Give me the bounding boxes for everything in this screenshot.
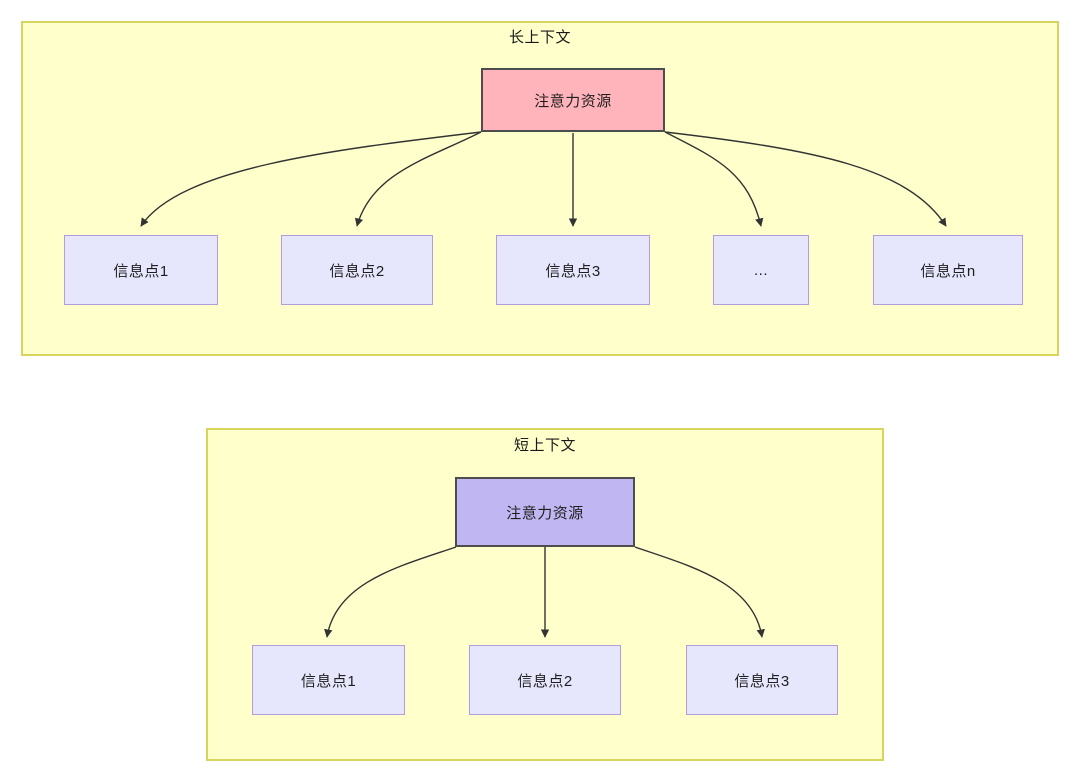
node-label: 信息点3 xyxy=(734,672,790,690)
node-label: 信息点3 xyxy=(545,262,601,280)
node-label: 信息点n xyxy=(920,262,976,280)
panel-long-context-title: 长上下文 xyxy=(508,29,571,46)
node-attention-resource-long[interactable]: 注意力资源 xyxy=(481,68,665,132)
edge-root-to-leaf-5 xyxy=(664,131,947,227)
edge-root-to-leaf-1 xyxy=(140,131,482,227)
node-label: 信息点2 xyxy=(329,262,385,280)
node-info-point-2-short[interactable]: 信息点2 xyxy=(469,645,621,715)
node-label: 信息点1 xyxy=(113,262,169,280)
node-label: 注意力资源 xyxy=(534,92,612,110)
node-label: 信息点2 xyxy=(517,672,573,690)
node-label: 信息点1 xyxy=(300,672,357,690)
edge-root-to-leaf-4 xyxy=(664,131,764,227)
node-info-point-3-short[interactable]: 信息点3 xyxy=(686,645,838,715)
node-label: 注意力资源 xyxy=(506,504,584,522)
node-info-point-3-long[interactable]: 信息点3 xyxy=(496,235,650,305)
edge-root-to-leaf-3 xyxy=(634,546,765,638)
node-info-point-2-long[interactable]: 信息点2 xyxy=(281,235,433,305)
edge-root-to-leaf-2 xyxy=(354,131,482,227)
panel-short-context-title: 短上下文 xyxy=(513,437,576,454)
edge-root-to-leaf-1 xyxy=(324,546,457,638)
node-info-point-ellipsis-long[interactable]: ... xyxy=(713,235,809,305)
node-info-point-n-long[interactable]: 信息点n xyxy=(873,235,1023,305)
node-info-point-1-short[interactable]: 信息点1 xyxy=(252,645,405,715)
node-attention-resource-short[interactable]: 注意力资源 xyxy=(455,477,635,547)
node-label: ... xyxy=(753,261,768,279)
node-info-point-1-long[interactable]: 信息点1 xyxy=(64,235,218,305)
